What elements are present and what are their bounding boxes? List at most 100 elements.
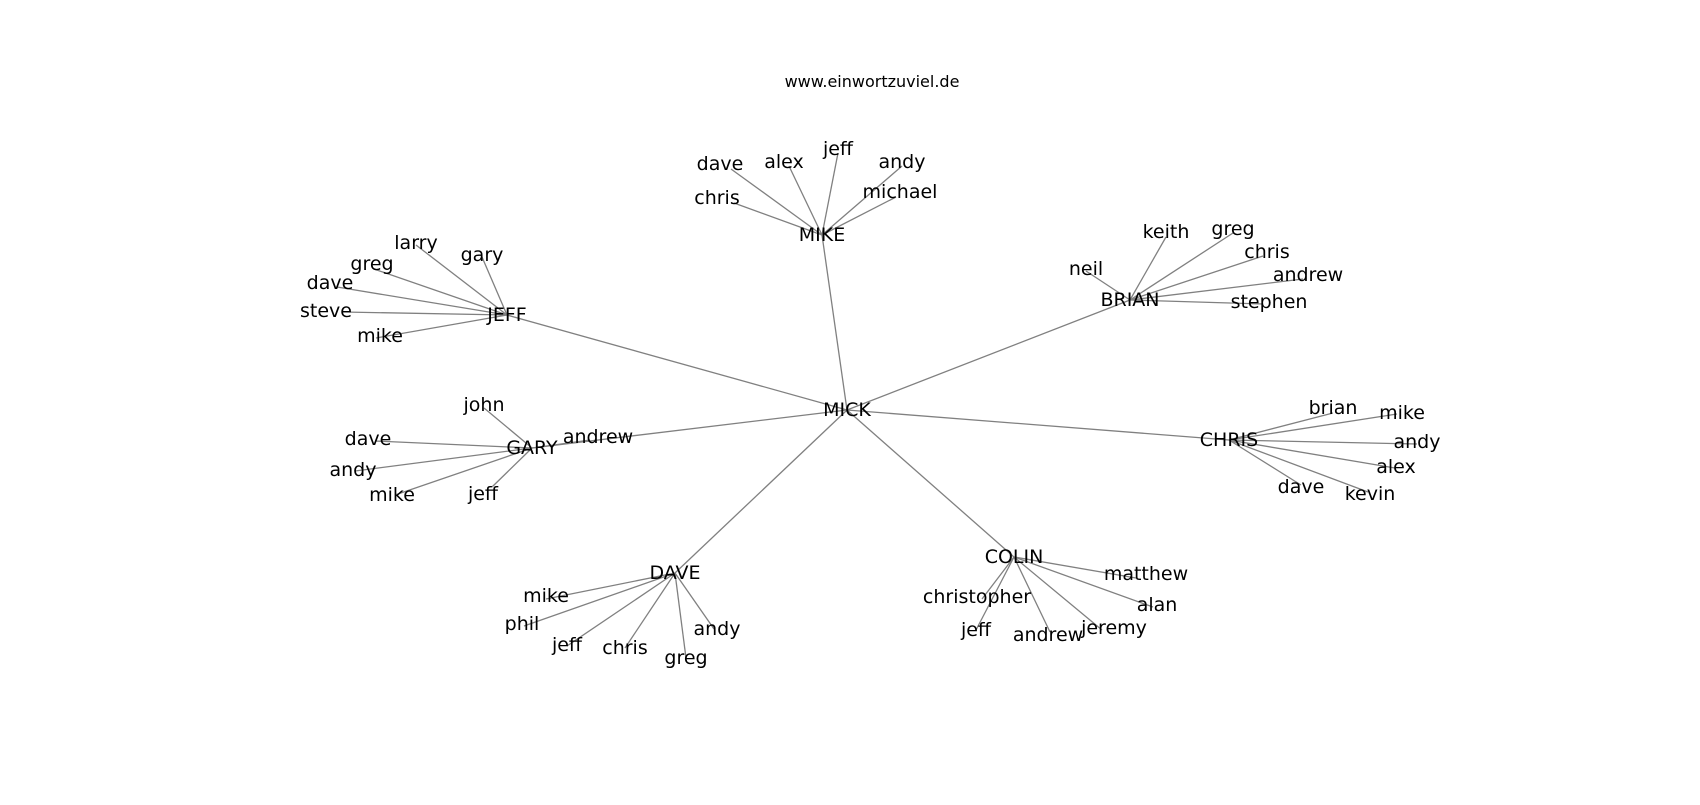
leaf-node-mike-dave: dave bbox=[697, 153, 744, 175]
edge-brian-stephen bbox=[1129, 299, 1264, 305]
leaf-node-gary-dave: dave bbox=[345, 428, 392, 450]
edge-mick-dave bbox=[674, 409, 848, 574]
edge-gary-jeff bbox=[491, 447, 533, 488]
leaf-node-jeff-dave: dave bbox=[307, 272, 354, 294]
leaf-node-gary-mike: mike bbox=[369, 484, 415, 506]
edge-mike-dave bbox=[730, 168, 823, 236]
leaf-node-colin-matthew: matthew bbox=[1104, 563, 1188, 585]
edge-colin-jeff bbox=[975, 556, 1015, 631]
leaf-node-mike-michael: michael bbox=[863, 181, 938, 203]
leaf-node-mike-chris: chris bbox=[694, 187, 739, 209]
leaf-node-gary-jeff: jeff bbox=[467, 483, 499, 505]
leaf-node-mike-jeff: jeff bbox=[822, 138, 854, 160]
edge-jeff-mike bbox=[375, 314, 508, 339]
leaf-node-colin-jeremy: jeremy bbox=[1080, 617, 1147, 639]
edge-colin-christopher bbox=[981, 556, 1015, 600]
edge-mick-jeff bbox=[506, 314, 848, 411]
edge-chris-brian bbox=[1228, 412, 1334, 441]
leaf-node-brian-chris: chris bbox=[1244, 241, 1289, 263]
leaf-node-gary-andrew: andrew bbox=[563, 426, 633, 448]
edge-mike-alex bbox=[788, 165, 823, 236]
hub-node-colin: COLIN bbox=[985, 546, 1044, 568]
edge-colin-andrew bbox=[1013, 556, 1051, 633]
hub-node-brian: BRIAN bbox=[1100, 289, 1159, 311]
leaf-node-jeff-greg: greg bbox=[350, 253, 393, 275]
leaf-node-dave-phil: phil bbox=[505, 613, 540, 635]
leaf-node-chris-dave: dave bbox=[1278, 476, 1325, 498]
leaf-node-colin-christopher: christopher bbox=[923, 586, 1031, 608]
leaf-node-chris-mike: mike bbox=[1379, 402, 1425, 424]
leaf-node-jeff-larry: larry bbox=[394, 232, 437, 254]
leaf-node-brian-stephen: stephen bbox=[1231, 291, 1308, 313]
leaf-node-colin-jeff: jeff bbox=[960, 619, 992, 641]
leaf-node-dave-greg: greg bbox=[664, 647, 707, 669]
edge-chris-dave bbox=[1228, 439, 1302, 486]
hub-node-chris: CHRIS bbox=[1200, 429, 1258, 451]
edge-jeff-gary bbox=[481, 256, 508, 316]
edge-jeff-greg bbox=[373, 268, 508, 316]
edge-dave-phil bbox=[523, 572, 676, 627]
edge-gary-dave bbox=[374, 440, 533, 449]
edge-mick-gary bbox=[531, 409, 848, 449]
edge-dave-chris bbox=[624, 572, 676, 649]
hub-node-gary: GARY bbox=[506, 437, 558, 459]
leaf-node-dave-jeff: jeff bbox=[551, 634, 583, 656]
edge-brian-andrew bbox=[1129, 278, 1304, 301]
leaf-node-brian-neil: neil bbox=[1069, 258, 1103, 280]
edge-jeff-larry bbox=[415, 244, 508, 316]
edge-colin-jeremy bbox=[1013, 556, 1103, 631]
edge-dave-mike bbox=[545, 572, 676, 600]
edge-jeff-steve bbox=[342, 311, 508, 316]
leaf-node-mike-alex: alex bbox=[764, 151, 804, 173]
edge-mick-brian bbox=[846, 299, 1131, 411]
edge-mike-chris bbox=[733, 202, 823, 236]
edge-mike-jeff bbox=[821, 152, 839, 236]
leaf-node-brian-keith: keith bbox=[1143, 221, 1190, 243]
edge-mike-michael bbox=[821, 196, 897, 236]
root-node-mick: MICK bbox=[823, 399, 871, 421]
edge-chris-mike bbox=[1228, 413, 1398, 441]
leaf-node-dave-andy: andy bbox=[694, 618, 741, 640]
edge-jeff-dave bbox=[336, 286, 508, 316]
edge-mick-colin bbox=[846, 409, 1015, 558]
edge-mick-chris bbox=[846, 409, 1230, 441]
edge-gary-mike bbox=[394, 447, 533, 496]
leaf-node-jeff-gary: gary bbox=[461, 244, 504, 266]
leaf-node-dave-chris: chris bbox=[602, 637, 647, 659]
edge-brian-chris bbox=[1129, 255, 1264, 301]
hub-node-jeff: JEFF bbox=[486, 304, 526, 326]
leaf-node-brian-greg: greg bbox=[1211, 218, 1254, 240]
edge-mike-andy bbox=[821, 165, 903, 236]
edge-chris-andy bbox=[1228, 439, 1418, 445]
edge-chris-alex bbox=[1228, 439, 1396, 469]
edge-chris-kevin bbox=[1228, 439, 1369, 493]
leaf-node-jeff-steve: steve bbox=[300, 300, 352, 322]
hub-node-dave: DAVE bbox=[649, 562, 700, 584]
edge-brian-neil bbox=[1085, 270, 1131, 301]
edge-gary-john bbox=[483, 407, 533, 449]
leaf-node-colin-andrew: andrew bbox=[1013, 624, 1083, 646]
leaf-node-dave-mike: mike bbox=[523, 585, 569, 607]
leaf-node-gary-andy: andy bbox=[330, 459, 377, 481]
leaf-node-chris-andy: andy bbox=[1394, 431, 1441, 453]
leaf-node-chris-kevin: kevin bbox=[1345, 483, 1396, 505]
diagram-title: www.einwortzuviel.de bbox=[784, 72, 960, 91]
edge-gary-andrew bbox=[531, 439, 591, 449]
edge-mick-mike bbox=[821, 234, 848, 411]
edge-dave-jeff bbox=[566, 572, 676, 647]
edge-brian-keith bbox=[1129, 236, 1167, 301]
edge-colin-matthew bbox=[1013, 556, 1137, 579]
leaf-node-chris-brian: brian bbox=[1309, 397, 1358, 419]
leaf-node-brian-andrew: andrew bbox=[1273, 264, 1343, 286]
leaf-node-chris-alex: alex bbox=[1376, 456, 1416, 478]
hub-node-mike: MIKE bbox=[799, 224, 845, 246]
leaf-node-mike-andy: andy bbox=[879, 151, 926, 173]
edge-dave-greg bbox=[674, 572, 687, 659]
leaf-node-gary-john: john bbox=[463, 394, 505, 416]
edge-colin-alan bbox=[1013, 556, 1154, 608]
leaf-node-jeff-mike: mike bbox=[357, 325, 403, 347]
edge-gary-andy bbox=[354, 447, 533, 472]
